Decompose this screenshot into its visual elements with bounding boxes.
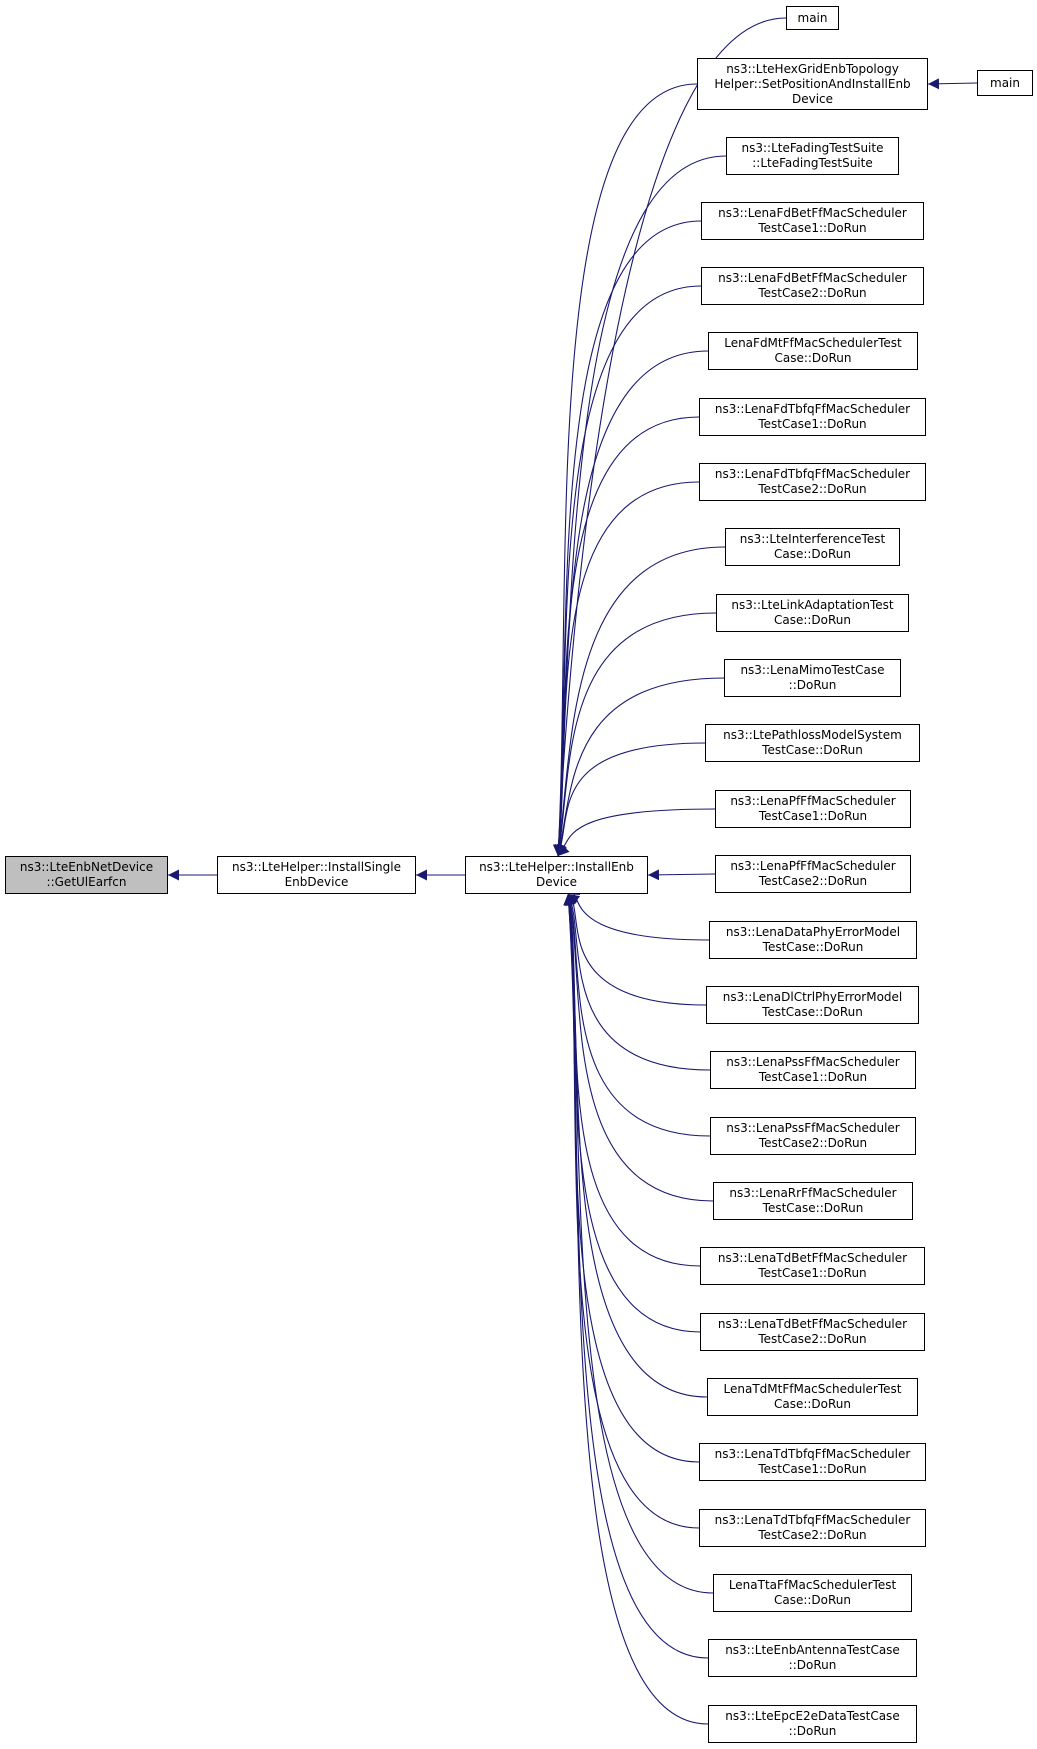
node-lena-rr-test-case[interactable]: ns3::LenaRrFfMacScheduler TestCase::DoRu…: [713, 1182, 913, 1220]
node-lena-dl-ctrl-phy-error-model-test-case[interactable]: ns3::LenaDlCtrlPhyErrorModel TestCase::D…: [706, 986, 919, 1024]
node-main-top[interactable]: main: [786, 6, 839, 30]
node-lena-pss-test-case2[interactable]: ns3::LenaPssFfMacScheduler TestCase2::Do…: [710, 1117, 916, 1155]
node-lena-fd-mt-test-case[interactable]: LenaFdMtFfMacSchedulerTest Case::DoRun: [708, 332, 918, 370]
node-lena-td-bet-test-case1[interactable]: ns3::LenaTdBetFfMacScheduler TestCase1::…: [700, 1247, 925, 1285]
edge-c16-to-install_enb: [566, 893, 711, 1137]
node-lena-pf-test-case1[interactable]: ns3::LenaPfFfMacScheduler TestCase1::DoR…: [715, 790, 911, 828]
edge-c03-to-install_enb: [553, 285, 702, 857]
node-lte-hex-grid-enb-topology-helper[interactable]: ns3::LteHexGridEnbTopology Helper::SetPo…: [697, 58, 928, 110]
node-lte-helper-install-single-enb-device[interactable]: ns3::LteHelper::InstallSingle EnbDevice: [217, 856, 416, 894]
edge-c10-to-install_enb: [556, 742, 706, 857]
edge-c25-to-install_enb: [563, 893, 709, 1725]
edge-c19-to-install_enb: [564, 893, 701, 1333]
node-lena-td-bet-test-case2[interactable]: ns3::LenaTdBetFfMacScheduler TestCase2::…: [700, 1313, 925, 1351]
edge-main_hex-to-hexgrid: [927, 78, 978, 90]
node-lena-fd-tbfq-test-case2[interactable]: ns3::LenaFdTbfqFfMacScheduler TestCase2:…: [699, 463, 926, 501]
edge-c14-to-install_enb: [567, 893, 707, 1006]
node-lte-pathloss-model-system-test-case[interactable]: ns3::LtePathlossModelSystem TestCase::Do…: [705, 724, 920, 762]
edge-main_top-to-install_enb: [553, 17, 787, 857]
edge-c17-to-install_enb: [565, 893, 714, 1202]
node-lena-fd-bet-test-case2[interactable]: ns3::LenaFdBetFfMacScheduler TestCase2::…: [701, 267, 924, 305]
node-lena-td-tbfq-test-case1[interactable]: ns3::LenaTdTbfqFfMacScheduler TestCase1:…: [699, 1443, 926, 1481]
edge-c08-to-install_enb: [554, 612, 717, 857]
node-lena-pf-test-case2[interactable]: ns3::LenaPfFfMacScheduler TestCase2::DoR…: [715, 855, 911, 893]
edge-c20-to-install_enb: [563, 893, 708, 1398]
node-lte-fading-test-suite[interactable]: ns3::LteFadingTestSuite ::LteFadingTestS…: [726, 137, 899, 175]
node-lena-fd-tbfq-test-case1[interactable]: ns3::LenaFdTbfqFfMacScheduler TestCase1:…: [699, 398, 926, 436]
edge-hexgrid-to-install_enb: [553, 83, 698, 857]
node-lena-pss-test-case1[interactable]: ns3::LenaPssFfMacScheduler TestCase1::Do…: [710, 1051, 916, 1089]
edge-c12-to-install_enb: [647, 869, 716, 881]
edge-c09-to-install_enb: [555, 677, 725, 857]
edge-c21-to-install_enb: [563, 893, 700, 1463]
edge-c13-to-install_enb: [567, 884, 710, 941]
node-lena-td-mt-test-case[interactable]: LenaTdMtFfMacSchedulerTest Case::DoRun: [707, 1378, 918, 1416]
node-lte-helper-install-enb-device[interactable]: ns3::LteHelper::InstallEnb Device: [465, 856, 648, 894]
node-lena-mimo-test-case[interactable]: ns3::LenaMimoTestCase ::DoRun: [724, 659, 901, 697]
node-lte-enb-net-device-get-ul-earfcn: ns3::LteEnbNetDevice ::GetUlEarfcn: [5, 856, 168, 894]
edge-c24-to-install_enb: [563, 893, 709, 1659]
edge-c11-to-install_enb: [557, 808, 716, 857]
node-lte-epc-e2e-data-test-case[interactable]: ns3::LteEpcE2eDataTestCase ::DoRun: [708, 1705, 917, 1743]
node-main-hex[interactable]: main: [977, 70, 1033, 96]
node-lte-enb-antenna-test-case[interactable]: ns3::LteEnbAntennaTestCase ::DoRun: [708, 1639, 917, 1677]
node-lte-link-adaptation-test-case[interactable]: ns3::LteLinkAdaptationTest Case::DoRun: [716, 594, 909, 632]
edge-c23-to-install_enb: [563, 893, 714, 1594]
node-lena-tta-test-case[interactable]: LenaTtaFfMacSchedulerTest Case::DoRun: [713, 1574, 912, 1612]
node-lena-fd-bet-test-case1[interactable]: ns3::LenaFdBetFfMacScheduler TestCase1::…: [701, 202, 924, 240]
node-lena-data-phy-error-model-test-case[interactable]: ns3::LenaDataPhyErrorModel TestCase::DoR…: [709, 921, 917, 959]
edge-c06-to-install_enb: [553, 481, 700, 857]
node-lte-interference-test-case[interactable]: ns3::LteInterferenceTest Case::DoRun: [725, 528, 900, 566]
edge-c07-to-install_enb: [554, 546, 726, 857]
node-lena-td-tbfq-test-case2[interactable]: ns3::LenaTdTbfqFfMacScheduler TestCase2:…: [699, 1509, 926, 1547]
edge-c15-to-install_enb: [567, 893, 711, 1071]
